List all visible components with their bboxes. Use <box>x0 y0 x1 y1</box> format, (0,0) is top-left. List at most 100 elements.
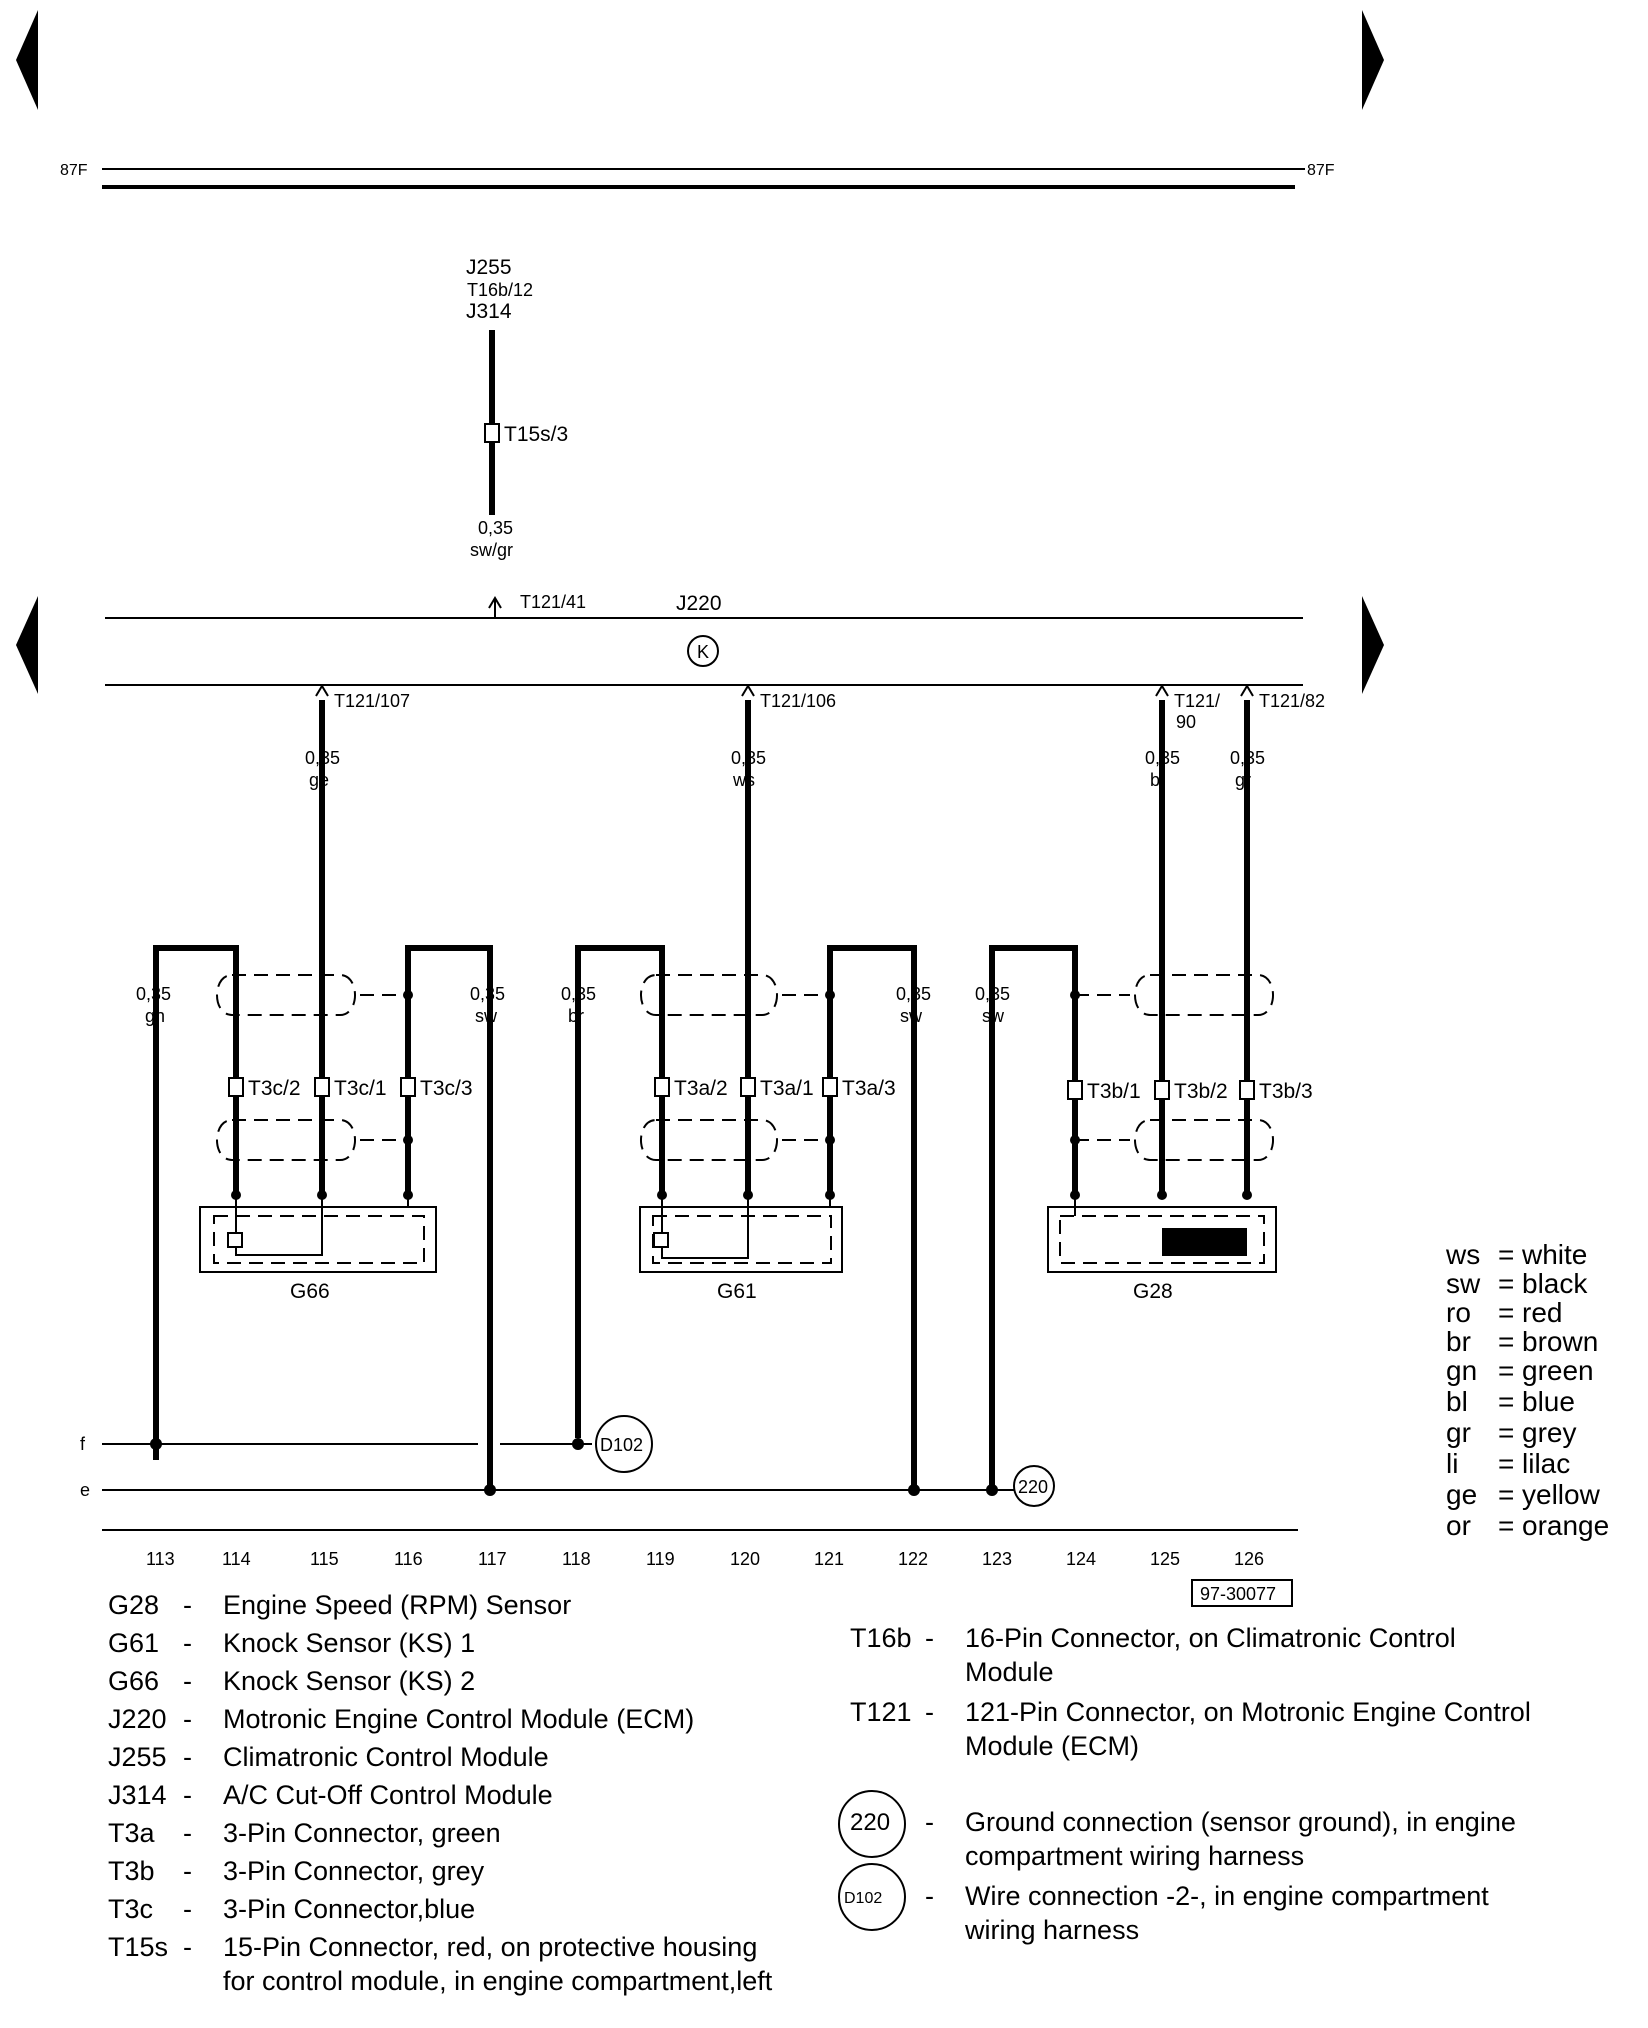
color-code: sw <box>1446 1268 1481 1299</box>
legend-text-cont: compartment wiring harness <box>965 1841 1305 1871</box>
w-br-color: br <box>568 1006 584 1026</box>
legend-text-cont: Module <box>965 1657 1054 1687</box>
ecm-pin-107: T121/107 <box>334 691 410 711</box>
j314-label: J314 <box>466 300 512 323</box>
legend-text: Climatronic Control Module <box>223 1742 549 1772</box>
color-code: or <box>1446 1510 1471 1541</box>
ground-f-label: f <box>80 1434 86 1454</box>
w-sw2-color: sw <box>900 1006 923 1026</box>
track-116: 116 <box>394 1549 423 1569</box>
arrow-left-mid-icon <box>16 596 38 694</box>
track-124: 124 <box>1066 1549 1096 1569</box>
legend-code: 220 <box>850 1809 891 1836</box>
legend-code: T15s <box>108 1932 169 1962</box>
w-sw3-size: 0,35 <box>975 984 1010 1004</box>
w-gn-color: gn <box>145 1006 165 1026</box>
legend-code: G61 <box>108 1628 160 1658</box>
color-code: br <box>1446 1326 1471 1357</box>
legend-text: Ground connection (sensor ground), in en… <box>965 1807 1516 1837</box>
d102-label: D102 <box>600 1435 643 1455</box>
top-wire-color: sw/gr <box>470 540 513 560</box>
track-126: 126 <box>1234 1549 1264 1569</box>
legend-code: T3c <box>108 1894 154 1924</box>
legend-code: T3b <box>108 1856 155 1886</box>
conn-t3a1: T3a/1 <box>760 1077 814 1100</box>
color-code: gr <box>1446 1417 1471 1448</box>
arrow-left-top-icon <box>16 10 38 110</box>
ecm-pin-90a: T121/ <box>1174 691 1220 711</box>
legend-text: 3-Pin Connector, green <box>223 1818 501 1848</box>
legend-text-cont: for control module, in engine compartmen… <box>223 1966 773 1996</box>
legend-text: A/C Cut-Off Control Module <box>223 1780 553 1810</box>
color-code: ro <box>1446 1297 1471 1328</box>
legend-text: Wire connection -2-, in engine compartme… <box>965 1881 1489 1911</box>
color-name: white <box>1522 1239 1588 1270</box>
track-118: 118 <box>562 1549 591 1569</box>
conn-t3b3: T3b/3 <box>1259 1080 1313 1103</box>
legend-code: J255 <box>108 1742 167 1772</box>
arrow-right-mid-icon <box>1362 596 1384 694</box>
conn-t3c2: T3c/2 <box>248 1077 301 1100</box>
ground-220-icon <box>1013 1465 1055 1507</box>
legend-code: T3a <box>108 1818 155 1848</box>
conn-t3a2: T3a/2 <box>674 1077 728 1100</box>
legend-220-icon <box>838 1790 906 1858</box>
legend-code: J220 <box>108 1704 167 1734</box>
w-gn-size: 0,35 <box>136 984 171 1004</box>
legend-text: Knock Sensor (KS) 2 <box>223 1666 476 1696</box>
color-code: li <box>1446 1448 1459 1479</box>
legend-code: T16b <box>850 1623 912 1653</box>
track-117: 117 <box>478 1549 507 1569</box>
ecm-symbol-text: K <box>697 642 709 662</box>
legend-code: J314 <box>108 1780 167 1810</box>
color-name: grey <box>1522 1417 1577 1448</box>
track-121: 121 <box>814 1549 844 1569</box>
legend-text: Engine Speed (RPM) Sensor <box>223 1590 572 1620</box>
color-code: gn <box>1446 1355 1478 1386</box>
color-name: yellow <box>1522 1479 1600 1510</box>
ecm-pin-in: T121/41 <box>520 592 586 612</box>
legend-d102-icon <box>838 1863 906 1931</box>
color-name: lilac <box>1522 1448 1571 1479</box>
ecm-symbol-icon <box>687 635 719 667</box>
legend-text: 3-Pin Connector, grey <box>223 1856 485 1886</box>
color-code: bl <box>1446 1386 1468 1417</box>
conn-t3a3: T3a/3 <box>842 1077 896 1100</box>
track-119: 119 <box>646 1549 675 1569</box>
legend-text: 3-Pin Connector,blue <box>223 1894 476 1924</box>
ecm-pin-90b: 90 <box>1176 712 1196 732</box>
rail-label-right: 87F <box>1307 162 1335 179</box>
t16b-label: T16b/12 <box>467 280 533 300</box>
top-wire-size: 0,35 <box>478 518 513 538</box>
w-sw3-color: sw <box>982 1006 1005 1026</box>
legend-code: G28 <box>108 1590 160 1620</box>
legend-code: D102 <box>844 1890 883 1907</box>
d102-icon <box>595 1415 653 1473</box>
w-sw1-color: sw <box>475 1006 498 1026</box>
color-name: blue <box>1522 1386 1575 1417</box>
w-ws-color: ws <box>732 770 755 790</box>
t15s-label: T15s/3 <box>504 423 568 446</box>
legend-text: Motronic Engine Control Module (ECM) <box>223 1704 695 1734</box>
reference-number: 97-30077 <box>1200 1584 1276 1604</box>
conn-t3b2: T3b/2 <box>1174 1080 1228 1103</box>
rail-label-left: 87F <box>60 162 88 179</box>
ground-e-label: e <box>80 1480 90 1500</box>
color-name: red <box>1522 1297 1563 1328</box>
track-123: 123 <box>982 1549 1012 1569</box>
sensor-g66: G66 <box>290 1280 330 1303</box>
j255-label: J255 <box>466 256 512 279</box>
track-114: 114 <box>222 1549 251 1569</box>
legend-code: T121 <box>850 1697 912 1727</box>
arrow-right-top-icon <box>1362 10 1384 110</box>
sensor-g61: G61 <box>717 1280 757 1303</box>
w-br-size: 0,35 <box>561 984 596 1004</box>
color-code: ge <box>1446 1479 1478 1510</box>
conn-t3c1: T3c/1 <box>334 1077 387 1100</box>
track-113: 113 <box>146 1549 175 1569</box>
color-name: orange <box>1522 1510 1610 1541</box>
ecm-name: J220 <box>676 592 722 615</box>
conn-t3b1: T3b/1 <box>1087 1080 1141 1103</box>
